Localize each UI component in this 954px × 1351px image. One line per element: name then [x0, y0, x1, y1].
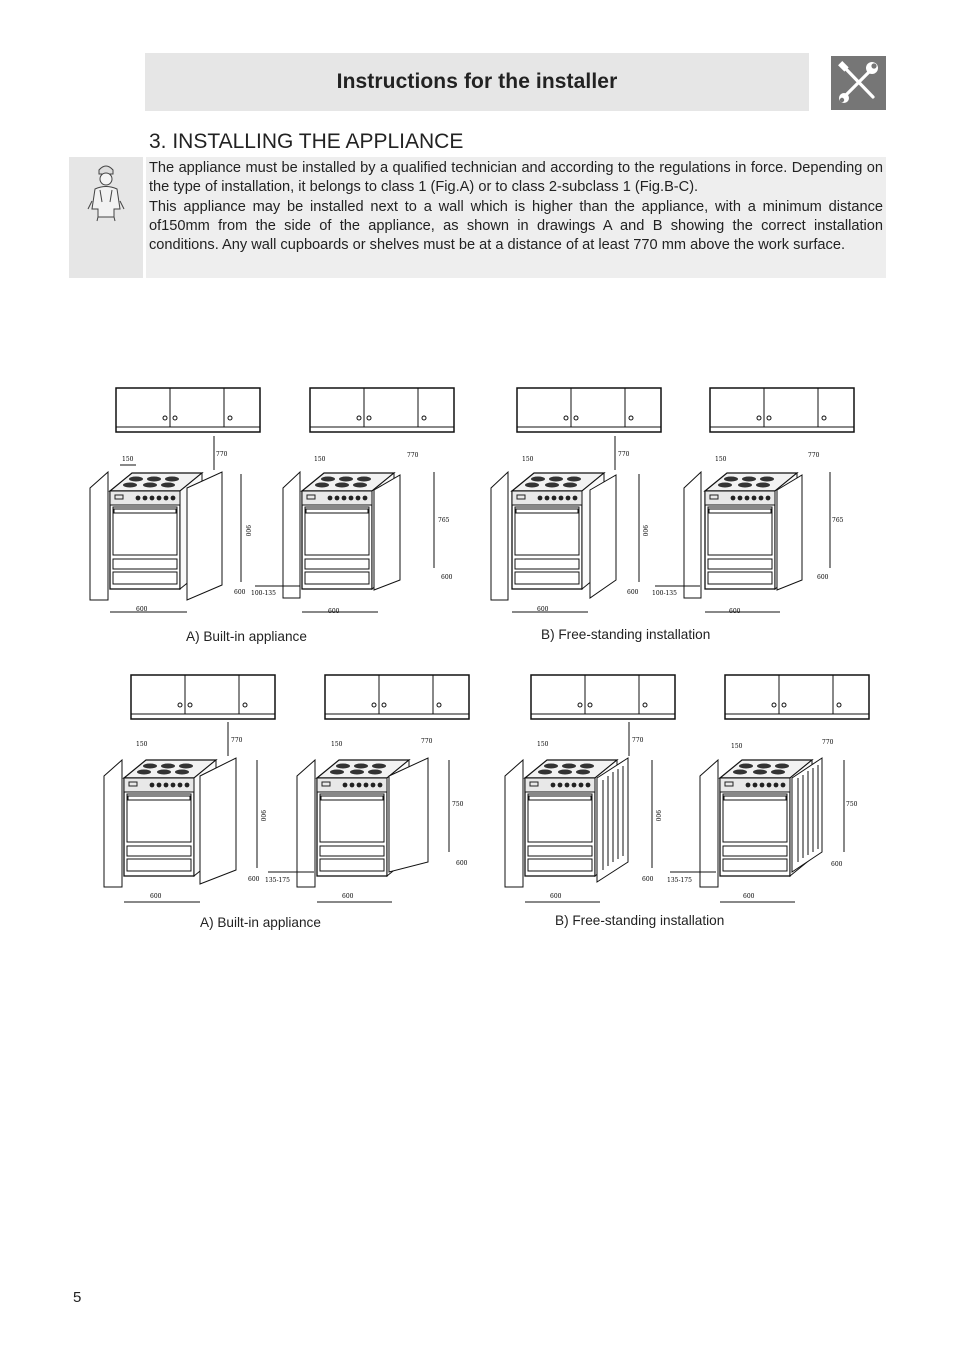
dim-side-label: 150	[314, 456, 326, 463]
dim-width-label: 600	[550, 893, 562, 900]
dim-height-label: 750	[452, 801, 464, 808]
intro-text: The appliance must be installed by a qua…	[149, 159, 883, 255]
dim-depth-label: 600	[642, 876, 654, 883]
header-title: Instructions for the installer	[336, 70, 618, 93]
dim-side-label: 150	[331, 741, 343, 748]
dim-height-label: 900	[641, 525, 648, 537]
diagram-bottom-a2: 150 770 750 600 135-175 600	[265, 674, 470, 903]
diagram-top-a1: 150 770 900 600 600	[89, 387, 261, 613]
intro-panel: The appliance must be installed by a qua…	[69, 157, 886, 278]
dim-width-label: 600	[342, 893, 354, 900]
figure-top-row: 150 770 900 600 600 150 770 765 600 100-…	[89, 387, 855, 615]
dim-depth-label: 600	[831, 861, 843, 868]
dim-side-label: 150	[731, 743, 743, 750]
section-title: 3. INSTALLING THE APPLIANCE	[149, 130, 464, 153]
dim-plinth-label: 135-175	[667, 877, 692, 884]
intro-paragraph-2: This appliance may be installed next to …	[149, 198, 883, 254]
caption-bottom-b: B) Free-standing installation	[555, 913, 725, 928]
diagram-top-b2: 150 770 765 600 100-135 600	[652, 387, 855, 615]
dim-height-label: 900	[244, 525, 251, 537]
dim-cupboard-label: 770	[407, 452, 419, 459]
diagram-top-a2: 150 770 765 600 100-135 600	[251, 387, 455, 615]
dim-cupboard-label: 770	[421, 738, 433, 745]
dim-cupboard-label: 770	[231, 737, 243, 744]
dim-depth-label: 600	[456, 860, 468, 867]
dim-side-label: 150	[715, 456, 727, 463]
dim-cupboard-label: 770	[808, 452, 820, 459]
diagram-bottom-a1: 150 770 900 600 600	[103, 674, 276, 903]
dim-depth-label: 600	[627, 589, 639, 596]
dim-plinth-label: 100-135	[251, 590, 276, 597]
diagram-bottom-b2: 150 770 750 600 135-175 600	[667, 674, 870, 903]
dim-plinth-label: 135-175	[265, 877, 290, 884]
tools-icon	[831, 56, 886, 110]
dim-width-label: 600	[150, 893, 162, 900]
dim-side-label: 150	[537, 741, 549, 748]
dim-width-label: 600	[729, 608, 741, 615]
technician-icon	[87, 165, 125, 222]
dim-depth-label: 600	[234, 589, 246, 596]
caption-top-b: B) Free-standing installation	[541, 627, 711, 642]
diagram-top-b1: 150 770 900 600 600	[490, 387, 662, 613]
dim-height-label: 900	[259, 810, 266, 822]
dim-height-label: 765	[438, 517, 450, 524]
intro-paragraph-1: The appliance must be installed by a qua…	[149, 160, 883, 196]
dim-height-label: 900	[654, 810, 661, 822]
header-bar: Instructions for the installer	[145, 53, 809, 111]
dim-cupboard-label: 770	[216, 451, 228, 458]
diagram-bottom-b1: 150 770 900 600 600	[504, 674, 676, 903]
intro-text-cell: The appliance must be installed by a qua…	[146, 157, 886, 278]
dim-depth-label: 600	[817, 574, 829, 581]
technician-icon-cell	[69, 157, 143, 278]
dim-depth-label: 600	[248, 876, 260, 883]
page-number: 5	[73, 1289, 82, 1306]
dim-cupboard-label: 770	[632, 737, 644, 744]
dim-depth-label: 600	[441, 574, 453, 581]
dim-height-label: 765	[832, 517, 844, 524]
dim-cupboard-label: 770	[822, 739, 834, 746]
dim-width-label: 600	[537, 606, 549, 613]
dim-height-label: 750	[846, 801, 858, 808]
dim-cupboard-label: 770	[618, 451, 630, 458]
caption-top-a: A) Built-in appliance	[186, 629, 307, 644]
dim-plinth-label: 100-135	[652, 590, 677, 597]
dim-side-label: 150	[122, 456, 134, 463]
caption-bottom-a: A) Built-in appliance	[200, 915, 321, 930]
dim-width-label: 600	[328, 608, 340, 615]
dim-width-label: 600	[136, 606, 148, 613]
figure-bottom-row: 150 770 900 600 600 150 770 750 600 135-…	[103, 674, 870, 903]
dim-side-label: 150	[522, 456, 534, 463]
dim-width-label: 600	[743, 893, 755, 900]
dim-side-label: 150	[136, 741, 148, 748]
